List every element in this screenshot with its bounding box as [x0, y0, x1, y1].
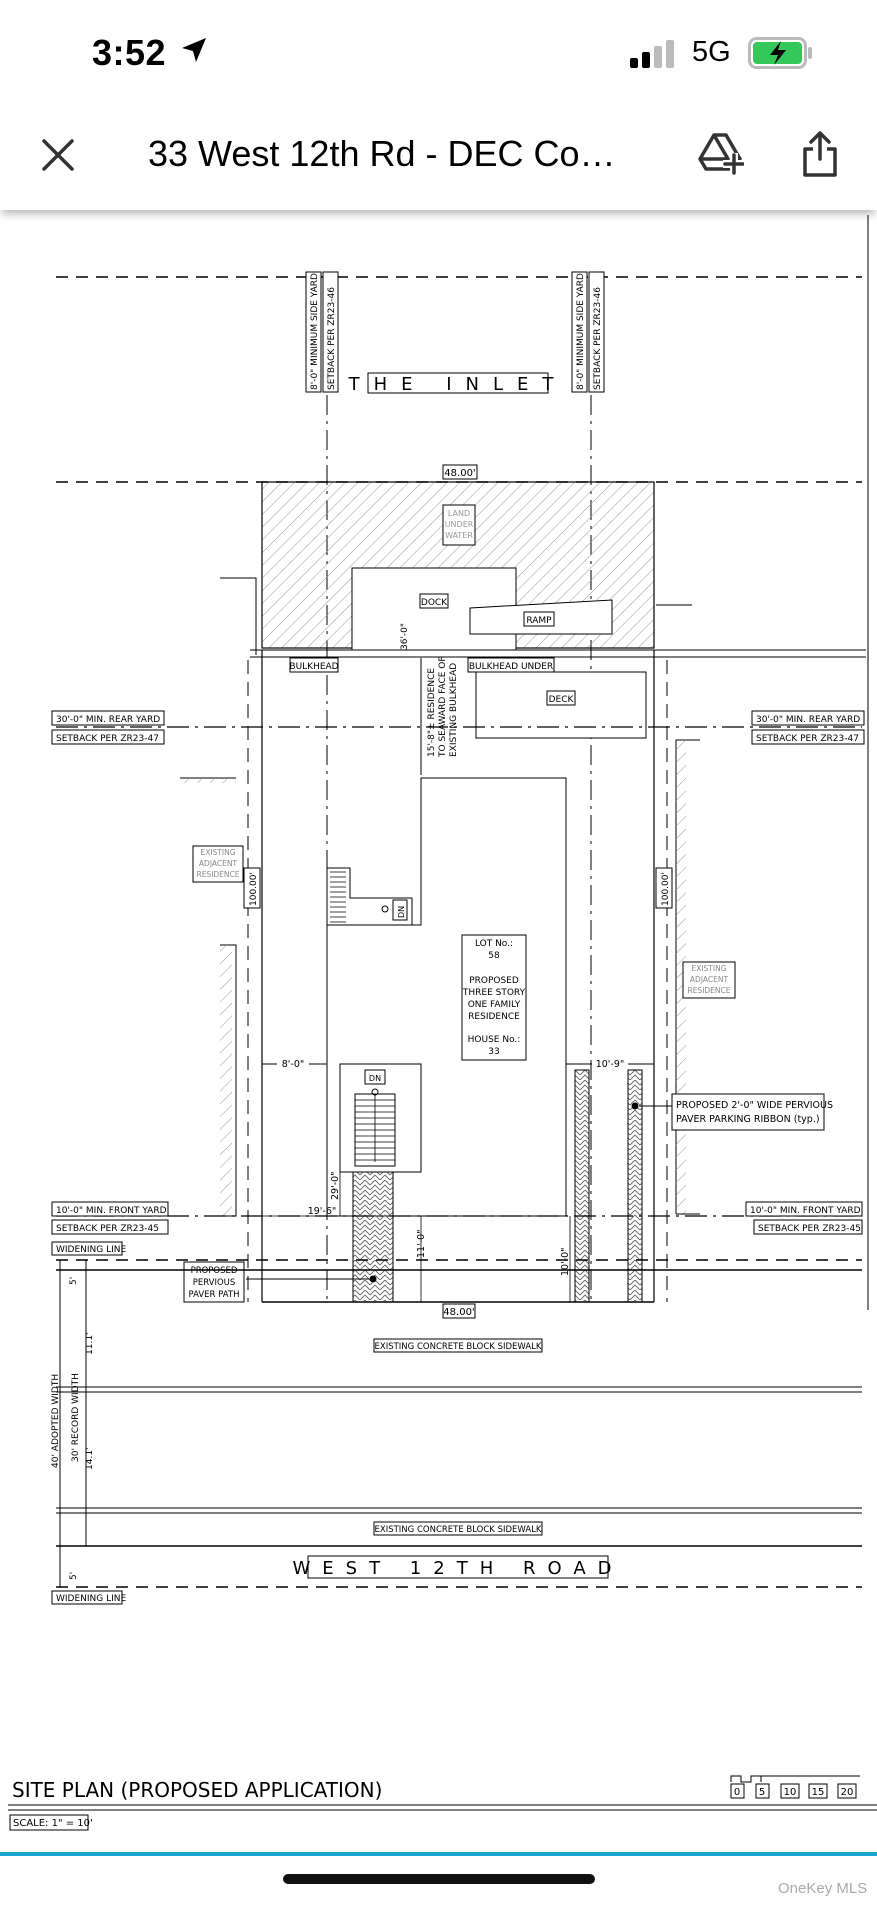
rear-yard-label-right-2: SETBACK PER ZR23-47	[756, 734, 859, 744]
side-yard-text: SETBACK PER ZR23-46	[593, 287, 603, 390]
dim-11-1-label: 11.1'	[85, 1332, 95, 1355]
dim-5-label-bottom: 5'	[69, 1572, 79, 1580]
document-title: 33 West 12th Rd - DEC Com...	[148, 133, 638, 174]
share-icon[interactable]	[800, 129, 840, 179]
dim-29-label: 29'-0"	[330, 1171, 341, 1200]
scale-tick-20: 20	[841, 1787, 854, 1798]
svg-text:RESIDENCE: RESIDENCE	[196, 870, 239, 879]
svg-text:THREE STORY: THREE STORY	[462, 988, 526, 998]
side-yard-text: 8'-0" MINIMUM SIDE YARD	[310, 273, 320, 390]
road-name-label: WEST 12TH ROAD	[292, 1558, 623, 1579]
bulkhead-under-label: BULKHEAD UNDER	[469, 662, 553, 672]
proposed-house-label: PROPOSED	[469, 976, 519, 986]
scale-tick-15: 15	[812, 1787, 825, 1798]
widening-line-label-bottom: WIDENING LINE	[56, 1594, 127, 1604]
scale-tick-5: 5	[759, 1787, 765, 1798]
svg-text:PERVIOUS: PERVIOUS	[193, 1278, 236, 1288]
front-stair: DN	[339, 1063, 422, 1173]
existing-adjacent-label-right: EXISTING	[691, 964, 726, 973]
existing-adjacent-label-left: EXISTING	[200, 848, 235, 857]
lot-width-bottom-label: 48.00'	[443, 1307, 474, 1318]
svg-text:ADJACENT: ADJACENT	[690, 975, 729, 984]
dim-14-1-label: 14.1'	[85, 1447, 95, 1470]
front-yard-label-left-2: SETBACK PER ZR23-45	[56, 1224, 159, 1234]
close-icon[interactable]	[38, 135, 78, 175]
site-plan-drawing[interactable]: 8'-0" MINIMUM SIDE YARD SETBACK PER ZR23…	[0, 210, 877, 1900]
rear-yard-label-left: 30'-0" MIN. REAR YARD	[56, 715, 160, 725]
dock-label: DOCK	[421, 598, 448, 608]
residence-note: EXISTING BULKHEAD	[449, 663, 459, 757]
add-to-drive-icon[interactable]	[698, 131, 744, 177]
scale-bar: 0 5 10 15 20	[730, 1775, 860, 1799]
battery-charging-icon	[748, 37, 812, 69]
house-no-label: HOUSE No.:	[468, 1035, 521, 1045]
svg-text:UNDER: UNDER	[445, 520, 474, 529]
residence-note: TO SEAWARD FACE OF	[438, 656, 448, 758]
lot-width-label: 48.00'	[444, 468, 475, 479]
scale-tick-10: 10	[784, 1787, 797, 1798]
svg-text:58: 58	[488, 951, 500, 961]
land-under-water-label: LAND	[448, 509, 470, 518]
lot-depth-label-left: 100.00'	[249, 872, 259, 906]
dim-19-6-label: 19'-6"	[308, 1206, 337, 1217]
sidewalk-label-bottom: EXISTING CONCRETE BLOCK SIDEWALK	[375, 1525, 542, 1535]
front-yard-label-left: 10'-0" MIN. FRONT YARD	[56, 1206, 167, 1216]
paver-ribbon-label: PROPOSED 2'-0" WIDE PERVIOUS	[676, 1100, 833, 1111]
watermark: OneKey MLS	[778, 1880, 868, 1897]
site-plan-title: SITE PLAN (PROPOSED APPLICATION)	[12, 1778, 382, 1802]
side-yard-text: 8'-0" MINIMUM SIDE YARD	[576, 273, 586, 390]
dim-8-label: 8'-0"	[282, 1059, 305, 1070]
deck-label: DECK	[549, 695, 575, 705]
rear-yard-label-left-2: SETBACK PER ZR23-47	[56, 734, 159, 744]
front-yard-label-right: 10'-0" MIN. FRONT YARD	[750, 1206, 861, 1216]
cellular-signal-icon	[630, 40, 674, 68]
scale-tick-0: 0	[734, 1787, 740, 1798]
dim-10-9-label: 10'-9"	[596, 1059, 625, 1070]
paver-path-label: PROPOSED	[191, 1266, 238, 1276]
location-arrow-icon	[182, 38, 206, 62]
paver-ribbon-label-2: PAVER PARKING RIBBON (typ.)	[676, 1114, 820, 1125]
widening-line-label: WIDENING LINE	[56, 1245, 127, 1255]
rear-stair: DN	[326, 867, 413, 926]
svg-text:WATER: WATER	[445, 531, 473, 540]
dim-10-label: 10'-0"	[560, 1247, 571, 1276]
status-time: 3:52	[92, 32, 167, 73]
lot-no-label: LOT No.:	[475, 939, 513, 949]
side-yard-label-right: 8'-0" MINIMUM SIDE YARD SETBACK PER ZR23…	[571, 271, 605, 393]
dn-label-front: DN	[369, 1074, 381, 1083]
svg-text:ONE FAMILY: ONE FAMILY	[468, 1000, 521, 1010]
sidewalk-label-top: EXISTING CONCRETE BLOCK SIDEWALK	[375, 1342, 542, 1352]
dim-36-label: 36'-0"	[400, 623, 410, 650]
ramp-label: RAMP	[526, 616, 552, 626]
status-bar: 3:52 5G	[0, 0, 877, 105]
network-type: 5G	[692, 36, 731, 68]
dim-5-label: 5'	[69, 1277, 79, 1285]
record-width-label: 30' RECORD WIDTH	[71, 1373, 81, 1462]
adopted-width-label: 40' ADOPTED WIDTH	[51, 1374, 61, 1468]
svg-text:ADJACENT: ADJACENT	[199, 859, 238, 868]
residence-note: 15'-8"± RESIDENCE	[427, 668, 437, 757]
scale-label: SCALE: 1" = 10'	[13, 1818, 93, 1829]
svg-text:33: 33	[488, 1047, 499, 1057]
document-header: 33 West 12th Rd - DEC Com...	[0, 105, 877, 210]
dim-11-label: 11'-0"	[416, 1229, 427, 1258]
svg-text:RESIDENCE: RESIDENCE	[687, 986, 730, 995]
side-yard-text: SETBACK PER ZR23-46	[327, 287, 337, 390]
home-indicator[interactable]	[283, 1874, 595, 1884]
svg-text:PAVER PATH: PAVER PATH	[189, 1290, 240, 1300]
inlet-label: THE INLET	[348, 374, 568, 395]
front-yard-label-right-2: SETBACK PER ZR23-45	[758, 1224, 861, 1234]
dn-label: DN	[397, 906, 406, 918]
bulkhead-label: BULKHEAD	[289, 662, 338, 672]
rear-yard-label-right: 30'-0" MIN. REAR YARD	[756, 715, 860, 725]
svg-text:RESIDENCE: RESIDENCE	[468, 1012, 520, 1022]
lot-depth-label-right: 100.00'	[661, 872, 671, 906]
page-divider	[0, 1852, 877, 1856]
side-yard-label-left: 8'-0" MINIMUM SIDE YARD SETBACK PER ZR23…	[305, 271, 339, 393]
